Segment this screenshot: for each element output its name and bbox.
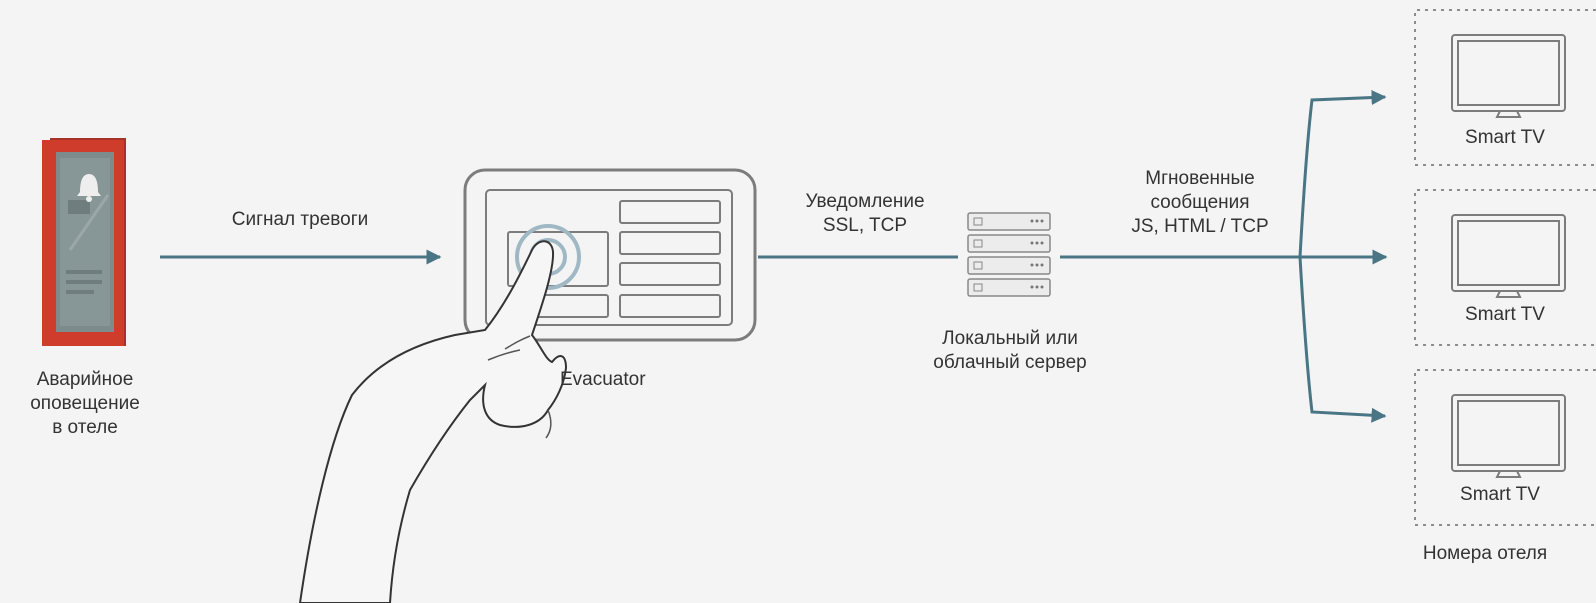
- tv-label: Smart TV: [1465, 304, 1545, 325]
- alarm-label-line: в отеле: [52, 417, 118, 438]
- tv-label: Smart TV: [1465, 127, 1545, 148]
- tv-icon: [1451, 34, 1566, 118]
- alarm-label-line: Аварийное: [36, 369, 134, 390]
- server-label: Локальный или облачный сервер: [905, 327, 1115, 375]
- messages-label-line: JS, HTML / TCP: [1131, 216, 1269, 237]
- pointing-hand-icon: [298, 240, 568, 603]
- notification-label-line: SSL, TCP: [822, 215, 908, 236]
- alarm-label: Аварийное оповещение в отеле: [0, 368, 170, 440]
- messages-label: Мгновенные сообщения JS, HTML / TCP: [1105, 167, 1295, 239]
- tv-icon: [1451, 214, 1566, 298]
- alarm-panel-icon: [42, 138, 126, 346]
- rooms-label: Номера отеля: [1422, 543, 1548, 564]
- server-rack-icon: [967, 212, 1051, 297]
- notification-label-line: Уведомление: [805, 191, 925, 212]
- server-label-line: облачный сервер: [933, 352, 1087, 373]
- tv-label: Smart TV: [1460, 484, 1540, 505]
- alarm-label-line: оповещение: [30, 393, 140, 414]
- evacuator-label: Evacuator: [560, 369, 646, 390]
- branch-arrow-top: [1298, 90, 1387, 258]
- bell-icon: [77, 174, 101, 202]
- messages-label-line: сообщения: [1150, 192, 1250, 213]
- branch-arrow-bottom: [1298, 256, 1387, 423]
- room-boxes: [1414, 9, 1596, 526]
- messages-label-line: Мгновенные: [1145, 168, 1255, 189]
- tv-icon: [1451, 394, 1566, 478]
- server-label-line: Локальный или: [942, 328, 1078, 349]
- notification-label: Уведомление SSL, TCP: [780, 190, 950, 238]
- signal-label: Сигнал тревоги: [231, 209, 369, 230]
